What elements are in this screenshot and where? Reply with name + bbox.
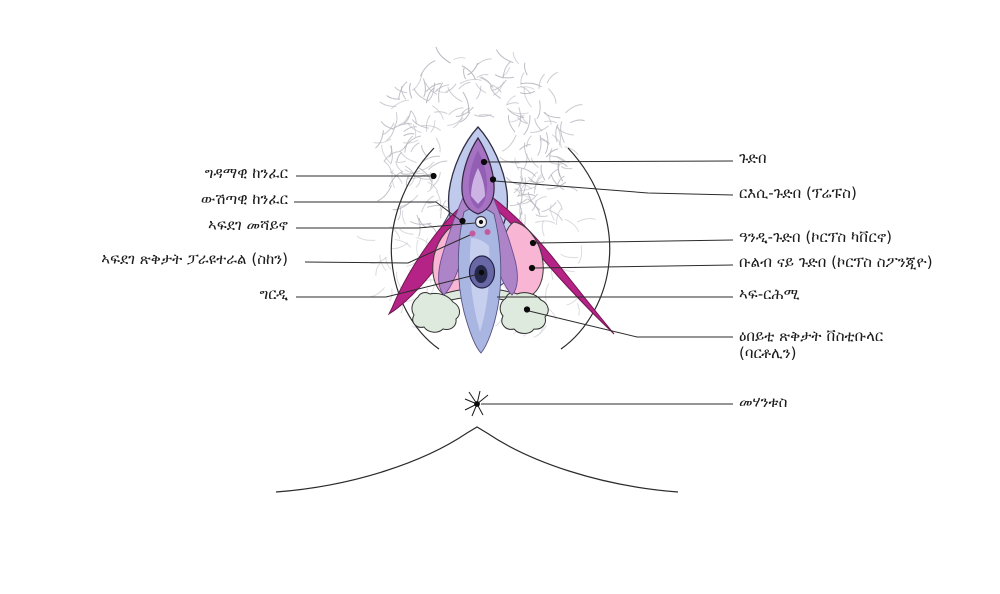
vestibular-bulb-label: ቡልብ ናይ ጉድበ (ኮርፕስ ስፖንጂዮ)	[739, 253, 933, 271]
dot-hymen	[478, 269, 485, 276]
leader-clitoris	[486, 160, 734, 163]
inner-labia-label: ውሽጣዊ ከንፈር	[200, 190, 288, 208]
urethral-opening-dot	[478, 219, 484, 225]
vulva-structures	[387, 126, 615, 354]
vaginal-opening-label: ኣፍ-ርሕሚ	[739, 285, 800, 303]
dot-bartholin	[523, 306, 531, 313]
labia-majora-outline	[390, 147, 611, 350]
leader-dots	[430, 158, 537, 313]
corpus-cavernosum-label: ዓንዲ-ጉድበ (ኮርፕስ ካቨርኖ)	[739, 228, 892, 246]
dot-bulb	[528, 264, 536, 272]
anus-label: መሃንቱስ	[739, 393, 788, 411]
bartholin-gland-right-shape	[499, 292, 549, 334]
hymen-label: ግርዲ	[259, 285, 288, 303]
glans-notch-highlight	[471, 168, 485, 204]
leader-lines	[294, 160, 734, 405]
labia-majora-right-curve	[560, 147, 611, 350]
dot-clitoris	[480, 158, 488, 166]
dot-corpus-cavernosum	[529, 239, 537, 247]
leader-inner-labia	[294, 201, 461, 221]
anus-marker	[464, 390, 489, 417]
prepuce-label: ርእሲ-ጉድበ (ፕሬፑስ)	[739, 184, 857, 202]
leader-urethral-opening	[296, 222, 476, 229]
skene-gland-dot-right	[484, 229, 491, 235]
outer-labia-label: ግዳማዊ ከንፈር	[204, 164, 288, 182]
paraurethral-glands-label: ኣፍደገ ጽቅታት ፓራዩተራል (ስከን)	[101, 250, 288, 268]
clitoris-label: ጉድበ	[739, 149, 767, 167]
gluteal-crease-curve	[275, 426, 679, 493]
leader-bartholin-glands	[528, 310, 733, 338]
dot-prepuce	[489, 176, 497, 183]
leader-corpus-cavernosum	[535, 239, 734, 244]
bartholin-gland-left-shape	[411, 292, 461, 333]
leader-hymen	[296, 273, 480, 298]
bartholin-glands-label: ዕበይቲ ጽቅታት ቨስቲቡላር (ባርቶሊን)	[739, 327, 884, 362]
skene-gland-dot-left	[469, 230, 476, 237]
dot-outer-labia	[430, 172, 437, 180]
leader-bulb	[534, 264, 734, 269]
dot-inner-labia	[459, 217, 466, 225]
urethral-opening-label: ኣፍደገ መሻይኖ	[208, 216, 288, 234]
leader-paraurethral-glands	[304, 234, 471, 264]
leader-prepuce	[494, 180, 734, 196]
labia-majora-left-curve	[390, 147, 440, 350]
